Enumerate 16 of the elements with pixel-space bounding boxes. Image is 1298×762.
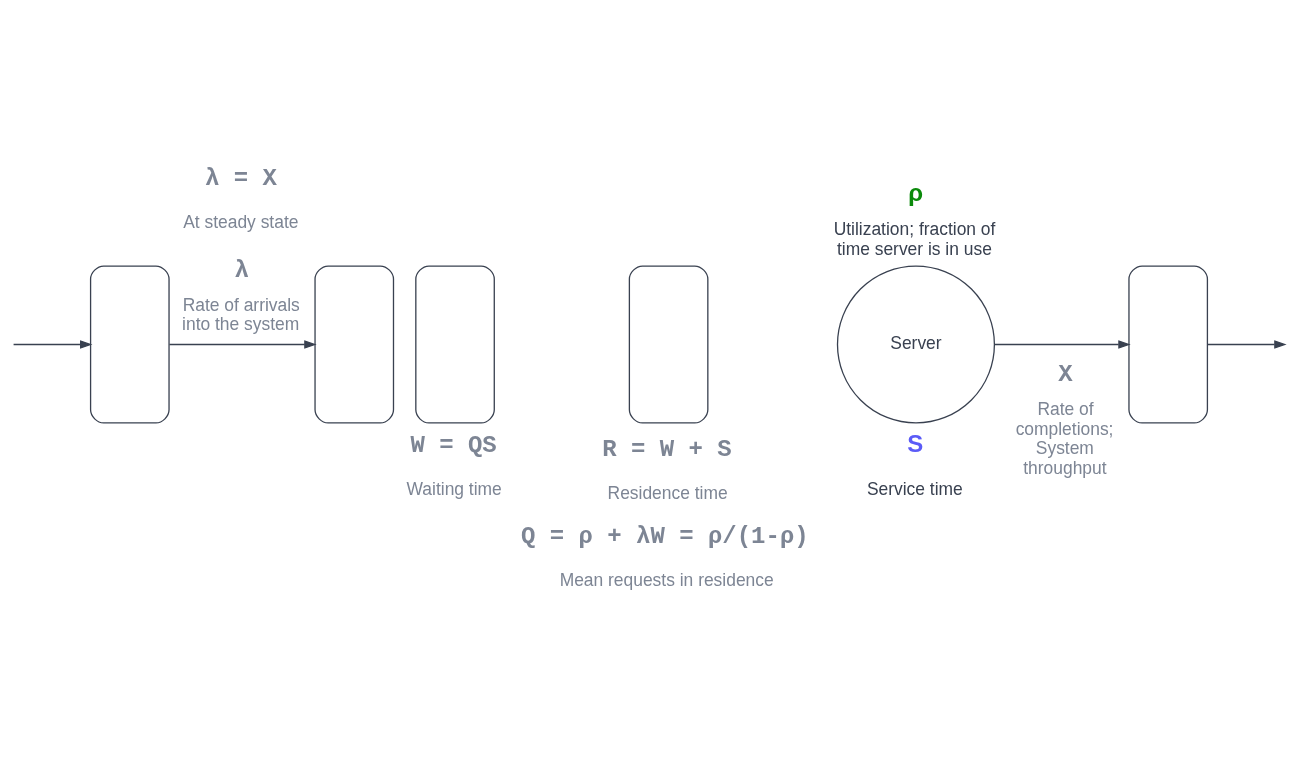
label: λ [234,256,249,284]
label: W = QS [410,431,497,459]
label: X [1058,361,1073,389]
label: λ = X [204,164,277,192]
label: Service time [866,478,963,499]
label: Rate of arrivals into the system [182,294,300,335]
label: Residence time [607,483,728,503]
label: Rate of completions; System throughput [1015,399,1114,478]
label: Mean requests in residence [559,570,774,591]
label: Q = ρ + λW = ρ/(1-ρ) [520,523,809,551]
label: S [907,429,924,457]
node-label: ρ [908,179,924,207]
label: At steady state [183,211,299,232]
label: R = W + S [602,436,732,464]
node-label: Utilization; fraction of time server is in use [833,219,996,259]
label: Waiting time [406,478,502,499]
